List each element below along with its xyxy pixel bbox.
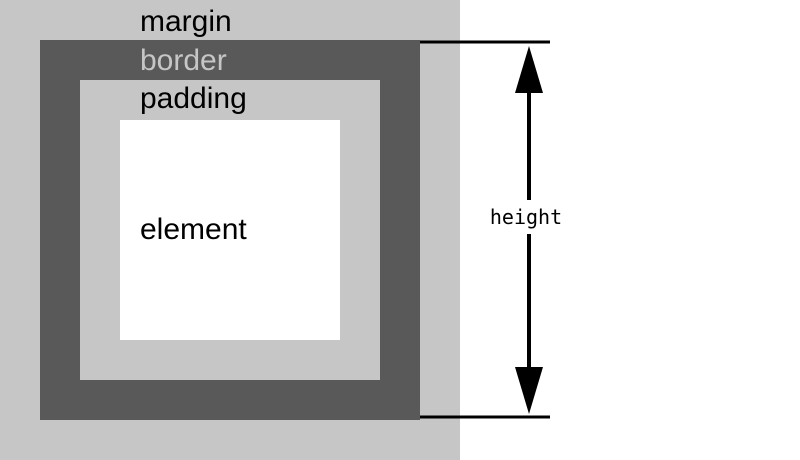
- element-area: [120, 120, 340, 340]
- padding-label: padding: [140, 82, 247, 115]
- height-label-background: [484, 200, 570, 234]
- margin-label: margin: [140, 5, 232, 38]
- height-arrow-down-head: [515, 367, 543, 414]
- element-label: element: [140, 213, 247, 246]
- height-label: height: [490, 205, 562, 229]
- height-arrow-up-head: [515, 46, 543, 93]
- border-label: border: [140, 44, 227, 77]
